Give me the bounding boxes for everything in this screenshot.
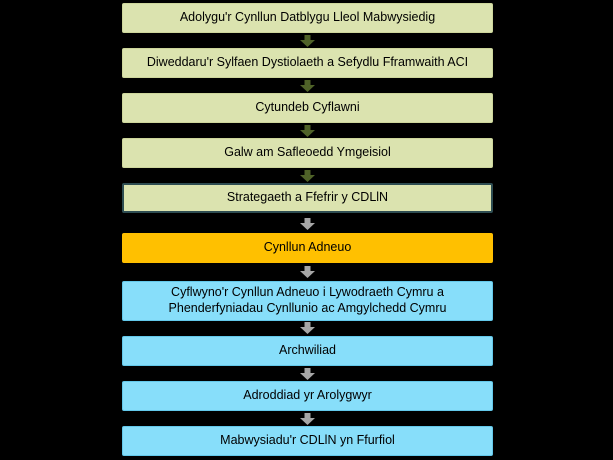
flow-step-cynllun-adneuo: Cynllun Adneuo xyxy=(122,233,493,263)
down-arrow-icon xyxy=(300,368,315,380)
flow-step-adroddiad-arolygwyr: Adroddiad yr Arolygwyr xyxy=(122,381,493,411)
down-arrow-icon xyxy=(300,266,315,278)
flow-step-cytundeb-cyflawni: Cytundeb Cyflawni xyxy=(122,93,493,123)
flow-step-strategaeth-ffefrir: Strategaeth a Ffefrir y CDLlN xyxy=(122,183,493,213)
down-arrow-icon xyxy=(300,322,315,334)
flow-step-adolygu-cynllun: Adolygu'r Cynllun Datblygu Lleol Mabwysi… xyxy=(122,3,493,33)
flow-step-galw-safleoedd: Galw am Safleoedd Ymgeisiol xyxy=(122,138,493,168)
down-arrow-icon xyxy=(300,80,315,92)
down-arrow-icon xyxy=(300,413,315,425)
flow-step-cyflwyno-cynllun: Cyflwyno'r Cynllun Adneuo i Lywodraeth C… xyxy=(122,281,493,321)
flow-step-diweddaru-sylfaen: Diweddaru'r Sylfaen Dystiolaeth a Sefydl… xyxy=(122,48,493,78)
down-arrow-icon xyxy=(300,218,315,230)
down-arrow-icon xyxy=(300,35,315,47)
down-arrow-icon xyxy=(300,170,315,182)
down-arrow-icon xyxy=(300,125,315,137)
flow-step-mabwysiadu-cdlln: Mabwysiadu'r CDLlN yn Ffurfiol xyxy=(122,426,493,456)
flow-step-archwiliad: Archwiliad xyxy=(122,336,493,366)
